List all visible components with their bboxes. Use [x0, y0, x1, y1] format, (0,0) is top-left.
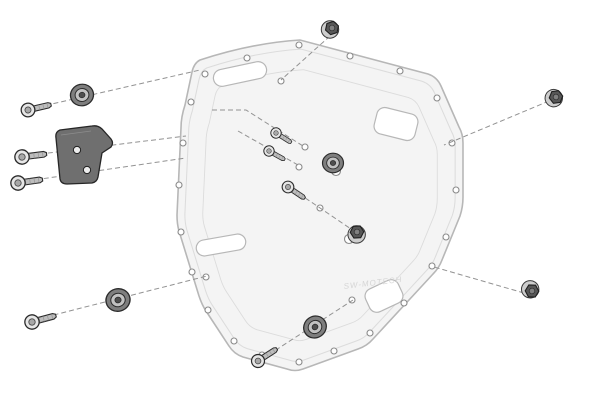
plate-hole	[301, 143, 309, 151]
screw-left-lower	[9, 171, 45, 192]
assembly-axis-line	[29, 69, 201, 110]
screw-top-left	[19, 97, 54, 119]
plate-hole	[442, 233, 450, 241]
plate-hole	[277, 77, 285, 85]
plate-hole	[295, 41, 303, 49]
plate-cutouts-layer	[195, 61, 419, 313]
plate-hole	[295, 358, 303, 366]
plate-hole	[188, 268, 196, 276]
plate-hole	[177, 228, 185, 236]
assembly-axis-line	[212, 109, 304, 147]
rubber-spacer-bottom-left	[102, 285, 134, 315]
plate-cutout	[364, 279, 404, 313]
plate-hole	[330, 347, 338, 355]
plate-hole	[346, 52, 354, 60]
plate-cutout	[212, 61, 268, 87]
assembly-axis-line	[443, 100, 550, 146]
flange-nut-top	[320, 19, 340, 39]
plate-hole	[204, 306, 212, 314]
plate-hole	[400, 299, 408, 307]
plate-hole	[366, 329, 374, 337]
plate-hole	[201, 70, 209, 78]
screw-bottom-left	[22, 308, 59, 332]
plate-hole	[396, 67, 404, 75]
plate-cutout	[373, 106, 419, 142]
assembly-axis-line	[433, 266, 525, 294]
flange-nut-bottom-right	[519, 278, 542, 301]
plate-hole	[428, 262, 436, 270]
assembly-axis-line	[37, 275, 208, 320]
plate-hole	[179, 139, 187, 147]
plate-hole	[433, 94, 441, 102]
plate-holes-layer	[175, 41, 460, 366]
screw-left-upper	[13, 146, 49, 166]
plate-hole	[295, 163, 303, 171]
plate-hole	[243, 54, 251, 62]
mounting-bracket	[55, 125, 114, 185]
flange-nut-far-right	[543, 86, 565, 109]
rubber-spacer-top-left	[67, 81, 97, 109]
plate-hole	[187, 98, 195, 106]
plate-hole	[230, 337, 238, 345]
plate-hole	[175, 181, 183, 189]
plate-cutout	[195, 233, 247, 257]
assembly-axis-line	[19, 157, 187, 183]
assembly-axis-line	[280, 35, 331, 81]
plate-hole	[452, 186, 460, 194]
rubber-spacer-center	[321, 152, 345, 174]
